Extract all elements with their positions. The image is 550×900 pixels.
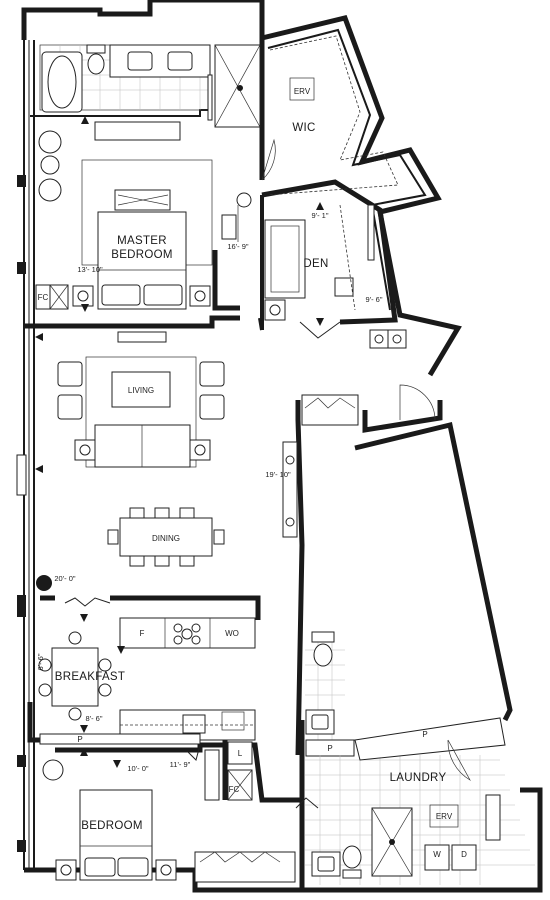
den: DEN 9'- 1" 9'- 6" <box>264 202 407 349</box>
fc-bedroom-label: FC <box>229 785 240 794</box>
ensuite-bathroom <box>39 44 261 128</box>
master-label-line1: MASTER <box>117 235 167 247</box>
den-depth-dim: 9'- 6" <box>365 295 382 304</box>
wic-label: WIC <box>292 122 315 134</box>
kitchen-breakfast: F WO P BREAKFAST 8'- 6" 6'- 6" <box>36 597 256 745</box>
master-width-dim: 13'- 10" <box>77 265 103 274</box>
wall-oven-label: WO <box>225 629 239 638</box>
living-length-dim: 19'- 10" <box>265 470 291 479</box>
bedroom-width-dim: 10'- 0" <box>127 764 149 773</box>
walk-in-closet: ERV WIC <box>261 35 399 196</box>
fc-master-label: FC <box>38 293 49 302</box>
bedroom-depth-dim: 11'- 9" <box>170 760 191 769</box>
dryer-label: D <box>461 850 467 859</box>
breakfast-label: BREAKFAST <box>55 671 125 683</box>
pantry-laundry-label: P <box>422 730 427 739</box>
pantry-breakfast-label: P <box>77 735 82 744</box>
breakfast-width-dim: 8'- 6" <box>85 714 102 723</box>
living-label: LIVING <box>128 386 154 395</box>
den-width-dim: 9'- 1" <box>311 211 328 220</box>
breakfast-depth-dim: 6'- 6" <box>36 653 45 670</box>
entry <box>301 384 436 426</box>
erv-wic-label: ERV <box>294 87 311 96</box>
pantry-hall-label: P <box>327 744 332 753</box>
fridge-label: F <box>140 629 145 638</box>
bedroom-label: BEDROOM <box>81 820 143 832</box>
dining-label: DINING <box>152 534 180 543</box>
erv-laundry-label: ERV <box>436 812 453 821</box>
master-bedroom: FC MASTER BEDROOM 13'- 10" 16'- 9" <box>35 116 252 312</box>
living-width-dim: 20'- 0" <box>54 574 76 583</box>
linen-label: L <box>238 749 243 758</box>
second-bedroom: L FC BEDROOM 10'- 0" 11'- 9" <box>42 741 296 883</box>
washer-label: W <box>433 850 441 859</box>
master-label-line2: BEDROOM <box>111 249 173 261</box>
master-depth-dim: 16'- 9" <box>227 242 249 251</box>
service-core: P P LAUNDRY ERV W <box>295 631 535 885</box>
laundry-label: LAUNDRY <box>390 772 447 784</box>
living-dining: LIVING DINING 19'- 10" 20'- 0" <box>35 331 298 591</box>
den-label: DEN <box>303 258 328 270</box>
